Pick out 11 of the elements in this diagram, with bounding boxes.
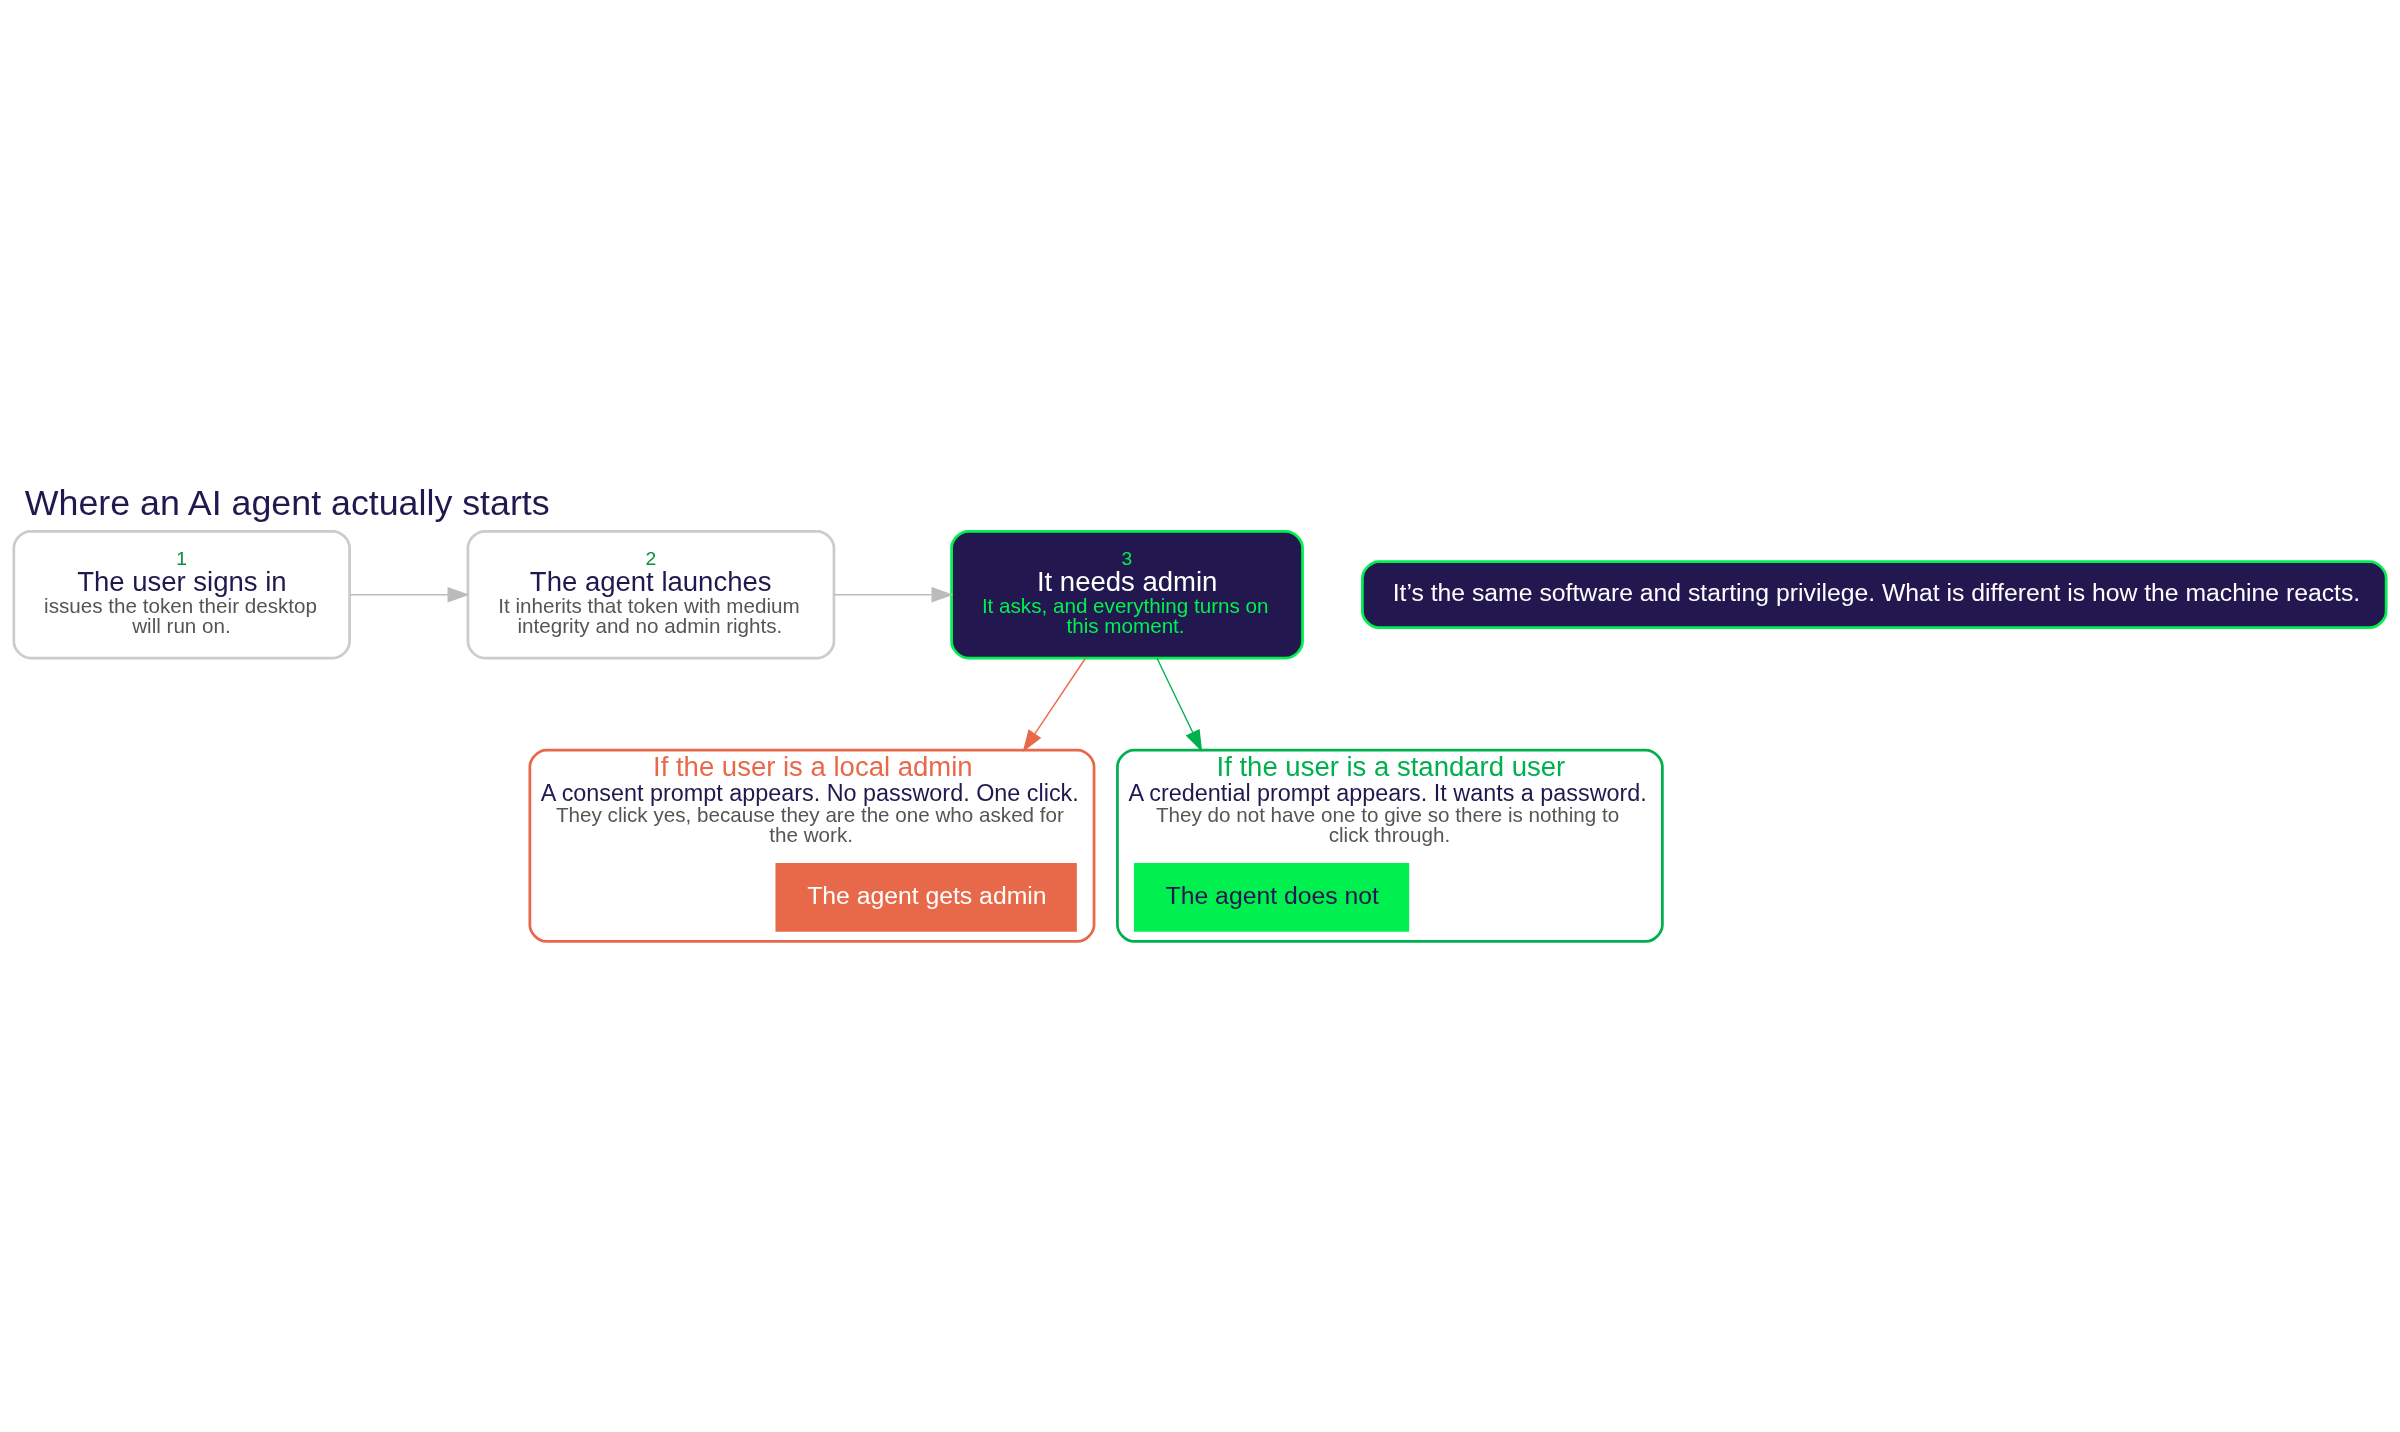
node-box: 1 The user signs in issues the token their desktop will run on. — [12, 529, 351, 659]
arrow — [833, 586, 954, 602]
node-box: It’s the same software and starting privilege. What is different is how the machine reacts. — [1361, 559, 2388, 629]
diagram-title: Where an AI agent actually starts — [24, 482, 550, 523]
node-box: 3 It needs admin It asks, and everything turns on this moment. — [950, 529, 1304, 659]
node-box: 2 The agent launches It inherits that token with medium integrity and no admin rights. — [466, 529, 836, 659]
node-box: The agent gets admin — [775, 862, 1077, 932]
node-box: The agent does not — [1133, 862, 1410, 932]
arrow — [349, 586, 470, 602]
arrow — [1022, 657, 1087, 752]
arrow — [1156, 657, 1203, 752]
